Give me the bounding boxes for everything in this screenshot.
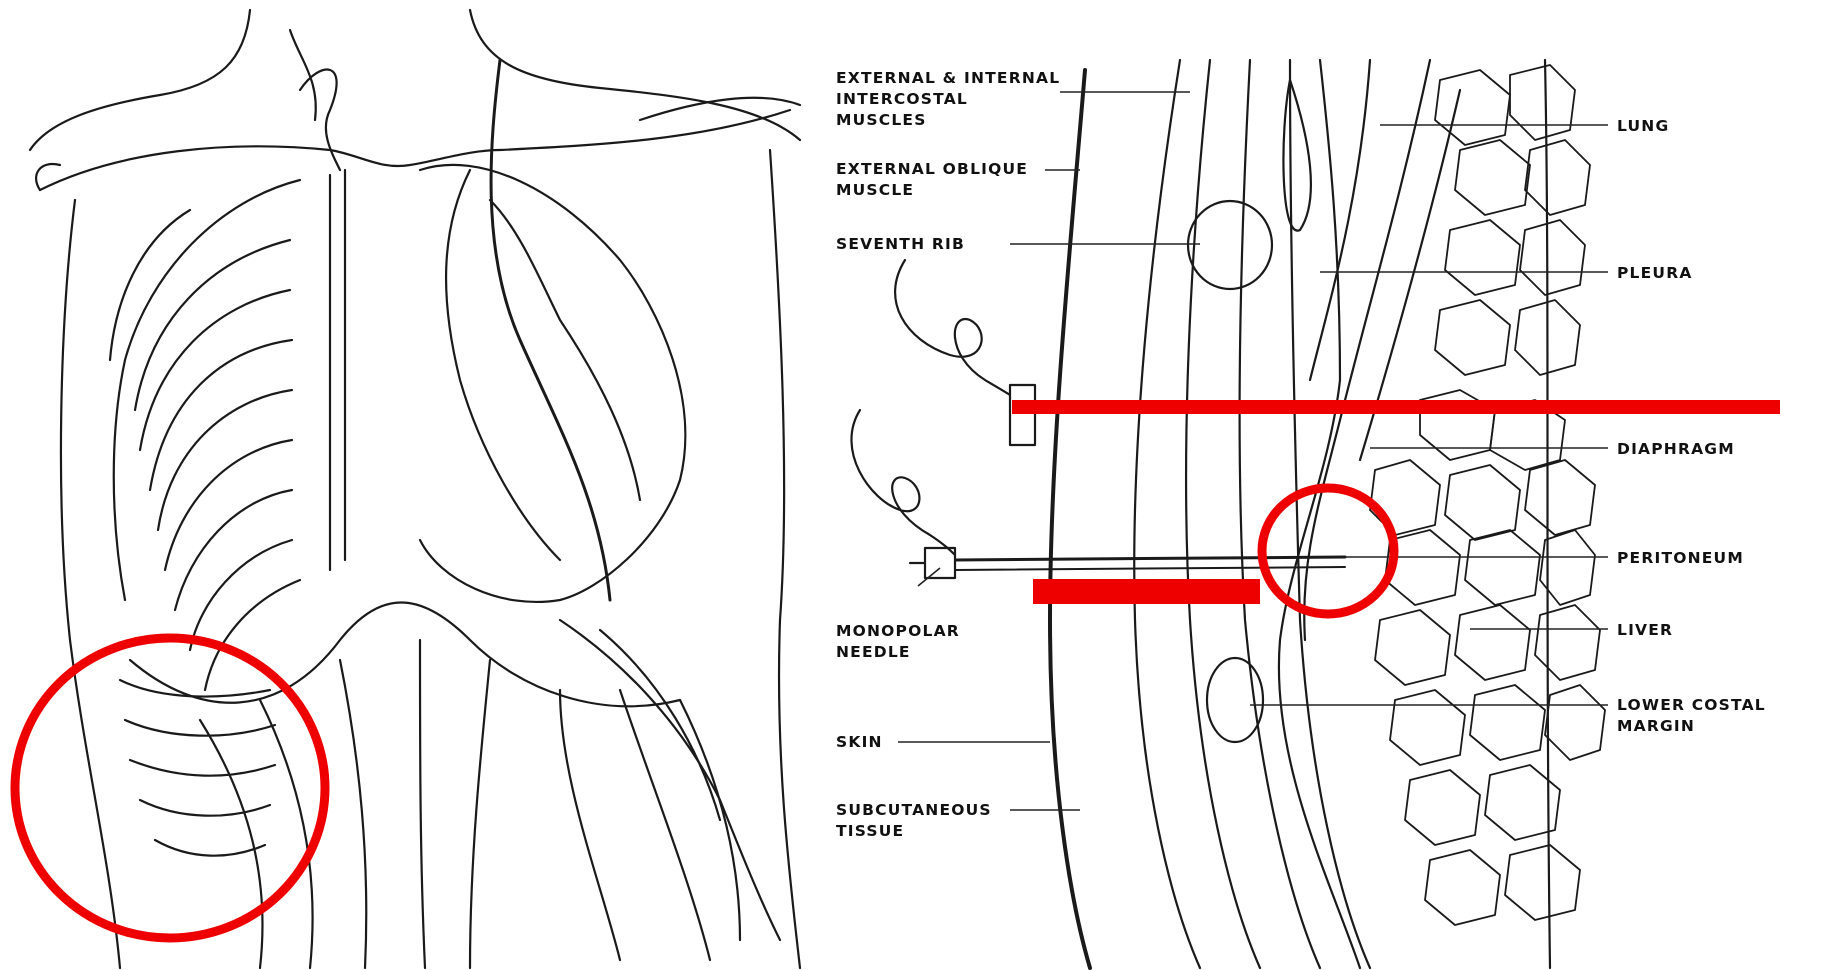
labels-left: EXTERNAL & INTERNAL INTERCOSTAL MUSCLES … — [836, 69, 1067, 840]
label-peritoneum: PERITONEUM — [1617, 549, 1744, 567]
label-external-oblique: EXTERNAL OBLIQUE MUSCLE — [836, 160, 1035, 199]
label-subcutaneous-tissue: SUBCUTANEOUS TISSUE — [836, 801, 998, 840]
label-liver: LIVER — [1617, 621, 1673, 639]
annotation-red-bar — [1033, 579, 1260, 604]
annotation-circle-left — [15, 638, 325, 938]
label-monopolar-needle: MONOPOLAR NEEDLE — [836, 622, 967, 661]
label-lower-costal-margin: LOWER COSTAL MARGIN — [1617, 696, 1772, 735]
label-seventh-rib: SEVENTH RIB — [836, 235, 965, 253]
cross-section-illustration — [851, 60, 1605, 968]
leader-lines — [898, 92, 1608, 810]
label-lung: LUNG — [1617, 117, 1669, 135]
label-intercostal: EXTERNAL & INTERNAL INTERCOSTAL MUSCLES — [836, 69, 1067, 129]
label-diaphragm: DIAPHRAGM — [1617, 440, 1735, 458]
label-pleura: PLEURA — [1617, 264, 1693, 282]
label-skin: SKIN — [836, 733, 883, 751]
labels-right: LUNG PLEURA DIAPHRAGM PERITONEUM LIVER L… — [1617, 117, 1772, 735]
annotation-circle-right — [1262, 488, 1394, 614]
torso-illustration — [30, 10, 800, 968]
